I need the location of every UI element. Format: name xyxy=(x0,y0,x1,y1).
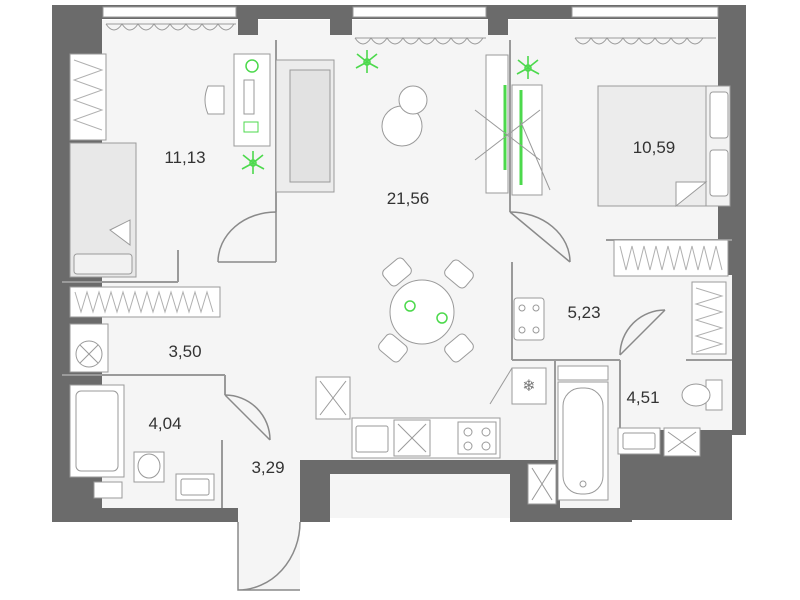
area-bedroom-1: 11,13 xyxy=(164,148,205,167)
area-kitchen-corridor: 5,23 xyxy=(567,303,600,322)
tv-unit xyxy=(474,54,551,196)
coffee-table xyxy=(381,85,428,147)
door-bath-2 xyxy=(619,309,666,356)
door-entry xyxy=(237,521,301,591)
sofa-icon xyxy=(275,59,335,193)
bed-icon-2 xyxy=(597,85,731,208)
washing-machine-icon xyxy=(69,323,109,373)
cooktop xyxy=(513,297,545,341)
stove-icon xyxy=(457,421,497,455)
bathtub-icon xyxy=(69,384,125,478)
plant-icon xyxy=(241,50,540,174)
sink-icon xyxy=(175,473,215,501)
snowflake-icon: ❄ xyxy=(522,376,535,395)
toilet-icon-2 xyxy=(681,379,723,411)
dishwasher xyxy=(393,419,431,457)
dining-table-icon xyxy=(378,257,474,363)
doors xyxy=(217,211,666,591)
sink-icon-2 xyxy=(617,427,661,455)
fridge xyxy=(489,367,547,405)
sink-icon-kitchen xyxy=(355,425,389,453)
curtains xyxy=(105,23,716,45)
area-hall: 3,50 xyxy=(168,342,201,361)
door-hall-bath xyxy=(224,394,271,441)
bathtub-icon-2 xyxy=(557,365,609,501)
cabinet-bath-1 xyxy=(93,481,123,499)
windows xyxy=(102,6,719,18)
area-bathroom-2: 4,51 xyxy=(626,388,659,407)
area-entry: 3,29 xyxy=(251,458,284,477)
door-bedroom-2 xyxy=(509,211,571,263)
room-labels: 11,13 21,56 10,59 3,50 5,23 4,04 4,51 3,… xyxy=(148,138,675,477)
toilet-icon xyxy=(133,451,165,483)
area-bathroom-1: 4,04 xyxy=(148,414,181,433)
area-bedroom-2: 10,59 xyxy=(633,138,676,157)
bed-icon xyxy=(69,142,137,278)
wardrobes xyxy=(69,53,729,355)
area-living-room: 21,56 xyxy=(387,189,430,208)
door-bedroom-1 xyxy=(217,211,277,263)
washing-machine-icon-2 xyxy=(527,427,701,505)
desk xyxy=(204,53,271,147)
